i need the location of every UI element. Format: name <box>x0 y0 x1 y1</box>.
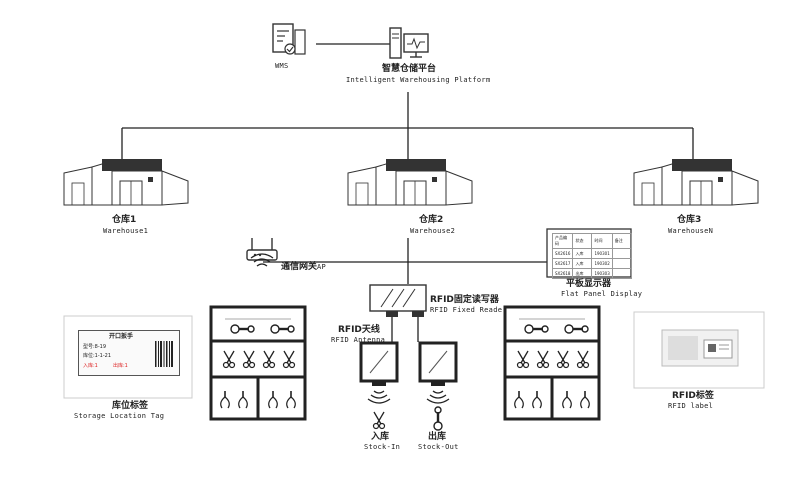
fixed-reader-label-zh: RFID固定读写器 <box>430 295 499 305</box>
gateway-label-en: AP <box>317 263 327 271</box>
stock-in-label-en: Stock-In <box>364 443 401 451</box>
fixed-reader-label-en: RFID Fixed Reader <box>430 306 507 314</box>
tag-in: 入库:1 <box>83 363 98 369</box>
tag-position: 库位:1-1-21 <box>83 353 112 359</box>
table-row: 产品编码 状态 时间 备注 <box>551 233 632 249</box>
wifi-waves-in-icon <box>367 390 391 404</box>
wms-icon <box>272 23 306 55</box>
wrench-stockout-icon <box>432 405 444 432</box>
platform-label-zh: 智慧仓储平台 <box>382 64 437 74</box>
antenna-label-en: RFID Antenna <box>331 336 386 344</box>
rfid-label-zh: RFID标签 <box>672 391 714 401</box>
server-monitor-icon <box>389 27 429 59</box>
warehouse-1-icon <box>63 158 189 206</box>
tag-model: 型号:8-19 <box>83 344 107 350</box>
location-tag-label-zh: 库位标签 <box>112 401 149 411</box>
fixed-reader-icon <box>369 284 427 317</box>
rfid-label-image <box>661 329 739 367</box>
table-row: SX2616 入库 190301 <box>551 248 632 259</box>
flat-panel-label-en: Flat Panel Display <box>561 290 643 298</box>
rfid-label-en: RFID label <box>668 402 714 410</box>
router-icon <box>246 238 278 261</box>
table-row: SX2618 出库 190303 <box>551 268 632 279</box>
antenna-left-icon <box>359 341 399 386</box>
gateway-label-zh: 通信网关 <box>281 262 318 272</box>
antenna-label-zh: RFID天线 <box>338 325 380 335</box>
platform-label-en: Intelligent Warehousing Platform <box>346 76 491 84</box>
antenna-right-icon <box>418 341 458 386</box>
shelf-rack-right <box>505 307 599 419</box>
warehouse-3-icon <box>633 158 759 206</box>
warehouse-1-label-zh: 仓库1 <box>112 215 137 225</box>
stock-in-label-zh: 入库 <box>371 432 390 442</box>
panel-table: 产品编码 状态 时间 备注 SX2616 入库 190301 SX2617 入库… <box>551 233 632 279</box>
wms-label: WMS <box>275 62 289 70</box>
gateway-label: 通信网关AP <box>281 256 326 272</box>
wifi-waves-out-icon <box>426 390 450 404</box>
stock-out-label-en: Stock-Out <box>418 443 459 451</box>
warehouse-3-label-en: WarehouseN <box>668 227 714 235</box>
table-row: SX2617 入库 190302 <box>551 258 632 269</box>
tag-title: 开口扳手 <box>109 333 134 340</box>
warehouse-2-label-zh: 仓库2 <box>419 215 444 225</box>
connection-lines <box>121 43 694 342</box>
tag-out: 出库:1 <box>113 363 128 369</box>
warehouse-3-label-zh: 仓库3 <box>677 215 702 225</box>
location-tag-label-en: Storage Location Tag <box>74 412 165 420</box>
warehouse-2-label-en: Warehouse2 <box>410 227 456 235</box>
stock-out-label-zh: 出库 <box>428 432 447 442</box>
warehouse-2-icon <box>347 158 473 206</box>
warehouse-1-label-en: Warehouse1 <box>103 227 149 235</box>
shelf-rack-left <box>211 307 305 419</box>
location-tag-screen: 开口扳手 型号:8-19 库位:1-1-21 入库:1 出库:1 <box>78 330 180 376</box>
scissors-stockin-icon <box>372 411 386 430</box>
barcode-icon <box>155 341 173 367</box>
flat-panel-label-zh: 平板显示器 <box>566 279 612 289</box>
